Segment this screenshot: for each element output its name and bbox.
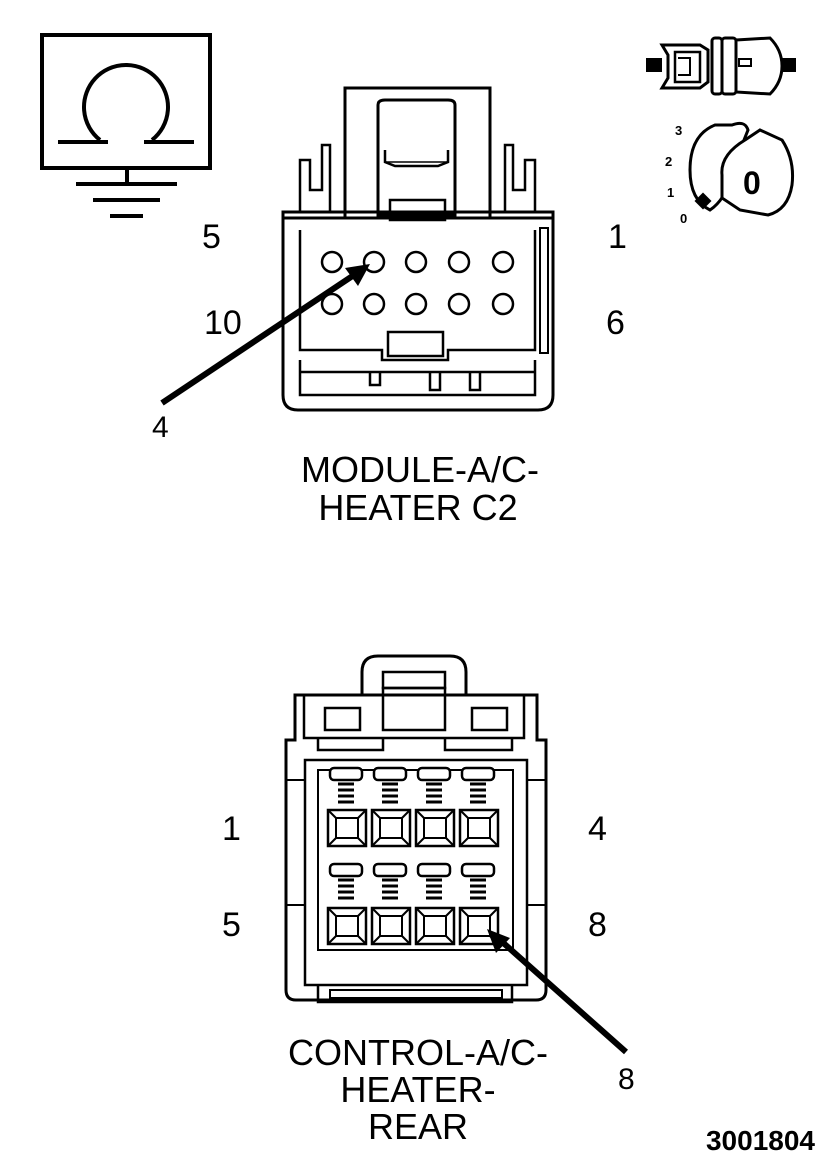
connector-probe-icon: [646, 36, 796, 96]
c2-caption-line1: MODULE-A/C-: [301, 449, 539, 490]
rear-callout-label: 8: [618, 1063, 635, 1096]
rear-caption-line3: REAR: [368, 1106, 468, 1147]
c2-pin-label-bottom-left: 10: [204, 304, 242, 342]
rear-pin-label-top-left: 1: [222, 810, 241, 848]
ignition-key-icon: 3 2 1 0 0: [665, 121, 794, 226]
terminal-row-1: [326, 766, 500, 848]
connector-c2: [160, 86, 555, 412]
ignition-position-label: 2: [665, 154, 672, 169]
terminal: [326, 766, 368, 848]
figure-number: 3001804: [706, 1125, 815, 1156]
rear-pin-label-top-right: 4: [588, 810, 607, 848]
c2-pin-label-top-left: 5: [202, 218, 221, 256]
ignition-position-label: 1: [667, 185, 674, 200]
ignition-position-label: 0: [680, 211, 687, 226]
rear-pin-label-bottom-left: 5: [222, 906, 241, 944]
rear-caption-line1: CONTROL-A/C-: [288, 1032, 548, 1073]
c2-callout-label: 4: [152, 411, 169, 444]
terminal: [326, 862, 368, 946]
terminal: [370, 862, 412, 946]
connector-rear: [284, 654, 628, 1055]
ohmmeter-ground-icon: [40, 33, 212, 218]
terminal: [370, 766, 412, 848]
terminal: [458, 766, 500, 848]
ignition-key-label: 0: [743, 165, 761, 201]
terminal-row-2: [326, 862, 500, 946]
rear-pin-label-bottom-right: 8: [588, 906, 607, 944]
terminal: [414, 766, 456, 848]
c2-caption-line2: HEATER C2: [318, 487, 517, 528]
c2-pin-label-bottom-right: 6: [606, 304, 625, 342]
terminal: [414, 862, 456, 946]
c2-pin-label-top-right: 1: [608, 218, 627, 256]
terminal: [458, 862, 500, 946]
rear-caption-line2: HEATER-: [340, 1069, 495, 1110]
ignition-position-label: 3: [675, 123, 682, 138]
